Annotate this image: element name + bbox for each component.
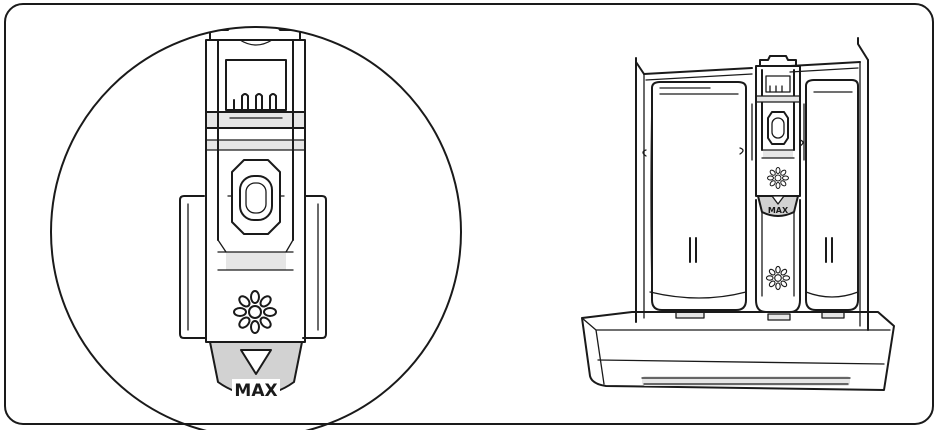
zoom-circle: [50, 26, 462, 430]
left-wing: [179, 195, 207, 339]
compartment-middle: [755, 199, 801, 321]
drawer-front: [581, 311, 895, 391]
zoom-max-label: MAX: [234, 381, 277, 401]
compartment-right: [799, 79, 859, 319]
flower-softener-icon: [765, 265, 791, 291]
drawer-max-label: MAX: [768, 206, 789, 215]
figure-frame: [4, 3, 934, 425]
zoom-detail: MAX: [50, 26, 462, 430]
right-wing: [302, 195, 327, 339]
compartment-left: [642, 81, 747, 319]
max-fill-triangle-icon: [771, 195, 785, 205]
detergent-drawer: MAX: [581, 37, 895, 391]
flower-softener-icon: [233, 290, 277, 334]
siphon-cap-small: MAX: [751, 55, 805, 217]
flower-softener-icon: [767, 167, 789, 189]
max-fill-triangle-icon: [240, 349, 272, 375]
siphon-cap-body: [205, 39, 306, 343]
